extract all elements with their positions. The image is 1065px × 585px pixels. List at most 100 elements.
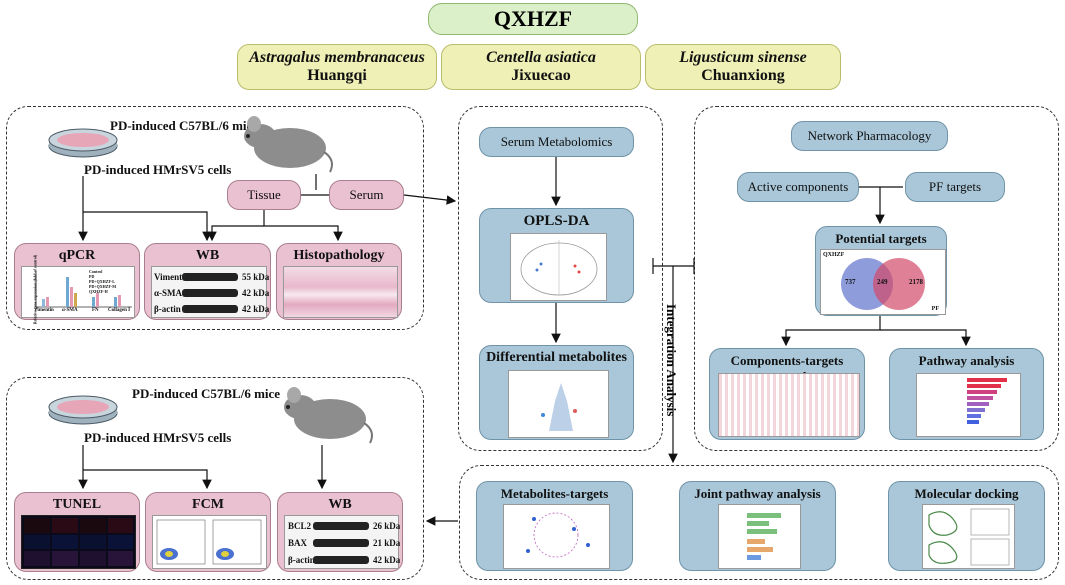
wb-top-band-2 (182, 305, 238, 313)
bottom-right-region (459, 465, 1059, 580)
herb-latin-1: Astragalus membranaceus (249, 49, 425, 66)
wb-top-title: WB (195, 248, 220, 263)
petri-dish-icon-bottom (48, 395, 118, 425)
components-network-image (718, 373, 860, 437)
wb-top-band-1 (182, 289, 238, 297)
fcm-svg (156, 519, 262, 565)
qpcr-legend-3: PD+QXHZF-M (89, 284, 116, 289)
oplsda-plot-svg (520, 240, 598, 296)
tunel-image (21, 515, 136, 569)
wb-bottom-band-0 (313, 522, 369, 530)
pathway-analysis-box: Pathway analysis (889, 348, 1044, 440)
wb-top-size-1: 42 kDa (242, 288, 270, 298)
venn-svg (841, 258, 925, 310)
serum-metabolomics-box: Serum Metabolomics (479, 127, 634, 157)
qpcr-panel: qPCR Relative gene expression (fold of c… (14, 243, 140, 324)
herb-name-2: Jixuecao (511, 67, 571, 84)
active-components-label: Active components (747, 179, 849, 194)
network-pharmacology-label: Network Pharmacology (807, 128, 932, 143)
qpcr-chart-svg (35, 271, 132, 308)
volcano-plot-svg (541, 383, 577, 431)
qpcr-legend: Control PD PD+QXHZF-L PD+QXHZF-M QXHZF-H (89, 269, 116, 294)
qpcr-legend-1: PD (89, 274, 95, 279)
wb-top-protein-1: α-SMA (154, 288, 183, 298)
serum-metabolomics-label: Serum Metabolomics (500, 134, 613, 149)
docking-svg (928, 508, 1010, 566)
bottom-left-region (6, 377, 424, 580)
qpcr-cat-0: Vimentin (34, 308, 54, 313)
wb-bottom-title: WB (328, 497, 352, 512)
wb-top-size-0: 55 kDa (242, 272, 270, 282)
title-text: QXHZF (493, 6, 573, 31)
wb-bottom-protein-2: β-actin (288, 555, 315, 565)
potential-targets-label: Potential targets (835, 231, 927, 246)
docking-box: Molecular docking (888, 481, 1045, 571)
bottom-mice-label: PD-induced C57BL/6 mice (132, 386, 281, 401)
wb-top-blot: Vimentin 55 kDa α-SMA 42 kDa β-actin 42 … (151, 266, 270, 318)
venn-right-only: 2178 (909, 278, 923, 286)
active-components-box: Active components (737, 172, 859, 202)
tunel-title: TUNEL (52, 497, 102, 512)
herb-latin-2: Centella asiatica (486, 49, 596, 66)
tissue-box: Tissue (227, 180, 301, 210)
tissue-label: Tissue (247, 187, 281, 202)
wb-top-size-2: 42 kDa (242, 304, 270, 314)
serum-box: Serum (329, 180, 404, 210)
fcm-image (152, 515, 267, 569)
joint-pathway-svg (747, 513, 781, 560)
pf-targets-label: PF targets (928, 179, 982, 194)
herb-latin-3: Ligusticum sinense (679, 49, 807, 66)
wb-bottom-panel: WB BCL2 26 kDa BAX 21 kDa β-actin 42 kDa (277, 492, 403, 572)
pathway-chart-svg (967, 378, 1007, 424)
network-pharmacology-box: Network Pharmacology (791, 121, 948, 151)
right-region (694, 106, 1059, 451)
metabolites-network-svg (526, 512, 590, 558)
potential-targets-box: Potential targets QXHZF PF 737 249 2178 (815, 226, 947, 316)
qpcr-cat-3: Collagen I (108, 308, 131, 313)
bottom-cells-label: PD-induced HMrSV5 cells (84, 430, 232, 445)
metabolites-network-image (503, 504, 610, 569)
qpcr-title: qPCR (58, 248, 96, 263)
qpcr-cat-2: FN (92, 308, 99, 313)
venn-overlap: 249 (877, 278, 888, 286)
oplsda-plot (510, 233, 607, 301)
top-mice-label: PD-induced C57BL/6 mice (110, 118, 259, 133)
qpcr-cat-1: α-SMA (62, 308, 78, 313)
docking-label: Molecular docking (914, 486, 1019, 501)
herb-name-1: Huangqi (307, 67, 367, 84)
title-box: QXHZF (428, 3, 638, 35)
tunel-grid-svg (24, 518, 133, 566)
joint-pathway-chart (718, 504, 801, 569)
petri-dish-icon (48, 128, 118, 158)
oplsda-box: OPLS-DA (479, 208, 634, 303)
joint-pathway-box: Joint pathway analysis (679, 481, 836, 571)
wb-bottom-protein-0: BCL2 (288, 521, 312, 531)
wb-bottom-size-0: 26 kDa (373, 521, 401, 531)
herb-name-3: Chuanxiong (701, 67, 785, 84)
qpcr-legend-4: QXHZF-H (89, 289, 108, 294)
fcm-panel: FCM (145, 492, 271, 572)
pf-targets-box: PF targets (905, 172, 1005, 202)
wb-bottom-band-2 (313, 556, 369, 564)
wb-bottom-size-1: 21 kDa (373, 538, 401, 548)
wb-top-panel: WB Vimentin 55 kDa α-SMA 42 kDa β-actin … (144, 243, 271, 320)
herb-box-3: Ligusticum sinense Chuanxiong (645, 44, 841, 90)
wb-bottom-band-1 (313, 539, 369, 547)
venn-area: QXHZF PF 737 249 2178 (820, 249, 946, 315)
differential-label: Differential metabolites (486, 350, 627, 365)
pathway-analysis-label: Pathway analysis (918, 353, 1015, 368)
histo-image (283, 266, 398, 318)
tunel-panel: TUNEL (14, 492, 140, 572)
top-left-region (6, 106, 424, 330)
venn-left-label: QXHZF (823, 252, 845, 258)
volcano-plot (508, 370, 609, 438)
fcm-title: FCM (192, 497, 224, 512)
mouse-icon (244, 116, 333, 173)
joint-pathway-label: Joint pathway analysis (694, 486, 821, 501)
docking-image (922, 504, 1015, 569)
components-network-box: Components-targets network (709, 348, 865, 440)
herb-box-1: Astragalus membranaceus Huangqi (237, 44, 437, 90)
venn-left-only: 737 (845, 278, 856, 286)
